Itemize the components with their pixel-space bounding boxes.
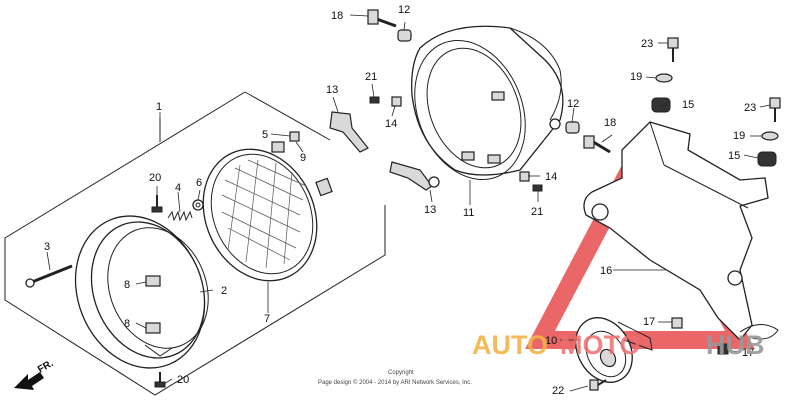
callout-3: 3 [44, 241, 50, 253]
callout-13-bottom: 13 [424, 204, 436, 216]
bolt-18b [583, 135, 611, 154]
stay-hook [739, 324, 779, 340]
rubber-15b [757, 151, 777, 167]
callout-8-upper: 8 [124, 279, 130, 291]
headlight-case [411, 25, 564, 181]
callout-7: 7 [264, 313, 270, 325]
washer-19a [655, 73, 673, 83]
bolt-18a [367, 9, 397, 28]
callout-17-right: 17 [742, 347, 754, 359]
bolt-20a [151, 195, 163, 213]
bolt-23b [769, 97, 781, 122]
callout-23-bottom: 23 [744, 102, 756, 114]
callout-4: 4 [175, 182, 181, 194]
callout-18-top: 18 [331, 10, 343, 22]
callout-8-lower: 8 [124, 318, 130, 330]
callout-21-bottom: 21 [531, 206, 543, 218]
leader-lines [46, 14, 771, 392]
callout-2: 2 [221, 285, 227, 297]
callout-12-mid: 12 [567, 98, 579, 110]
watermark-moto: MOTO [560, 330, 641, 360]
copyright: Copyright Page design © 2004 - 2014 by A… [318, 370, 472, 386]
bolt-22 [589, 379, 607, 391]
callout-9: 9 [300, 152, 306, 164]
screw-21b [532, 184, 543, 192]
callout-1: 1 [156, 101, 162, 113]
callout-20-top: 20 [149, 172, 161, 184]
callout-19-bottom: 19 [733, 130, 745, 142]
collar-12a [397, 29, 412, 42]
callout-15-bottom: 15 [728, 150, 740, 162]
callouts: 1 2 3 4 5 6 7 8 8 9 10 11 12 12 13 13 14… [44, 4, 756, 397]
watermark-hub: HUB [706, 330, 765, 360]
callout-17-left: 17 [643, 316, 655, 328]
callout-19-top: 19 [630, 71, 642, 83]
callout-18-mid: 18 [604, 117, 616, 129]
callout-12-top: 12 [398, 4, 410, 16]
callout-5: 5 [262, 129, 268, 141]
bolt-23a [667, 37, 679, 62]
front-direction-arrow: FR. [14, 358, 56, 390]
collar-12b [565, 121, 580, 134]
nut-17b [717, 343, 729, 355]
rubber-15a [651, 97, 671, 113]
copyright-line2: Page design © 2004 - 2014 by ARI Network… [318, 379, 472, 386]
spring-4 [167, 210, 193, 222]
bracket-13b [389, 161, 440, 191]
screw-21a [369, 96, 380, 104]
headlight-rim [74, 215, 209, 369]
washer-19b [761, 131, 779, 141]
nut-6 [192, 199, 204, 211]
callout-14-bottom: 14 [545, 171, 557, 183]
watermark-auto: AUTO [472, 330, 548, 360]
screw-3 [25, 264, 73, 288]
callout-6: 6 [196, 177, 202, 189]
bolt-20b [154, 372, 166, 388]
headlight-lens [202, 141, 333, 282]
nut-14a [391, 96, 402, 107]
callout-13-top: 13 [326, 84, 338, 96]
rim-clip-lower [145, 322, 161, 334]
assembly-1-outline [4, 91, 386, 396]
callout-22: 22 [552, 385, 564, 397]
callout-23-top: 23 [641, 38, 653, 50]
callout-10: 10 [545, 335, 557, 347]
clip-5 [289, 131, 300, 142]
watermark-logo: AUTO MOTO HUB [472, 330, 765, 360]
callout-14-top: 14 [385, 118, 397, 130]
callout-20-bottom: 20 [177, 374, 189, 386]
horn [575, 317, 653, 383]
callout-11: 11 [463, 207, 474, 219]
nut-14b [519, 171, 530, 182]
bracket-13a [329, 111, 369, 153]
callout-15-top: 15 [682, 99, 694, 111]
copyright-line1: Copyright [388, 370, 414, 376]
headlight-stay [583, 121, 769, 341]
callout-21-top: 21 [365, 71, 377, 83]
callout-16: 16 [600, 265, 612, 277]
rim-clip-upper [145, 275, 161, 287]
nut-17a [671, 317, 683, 329]
front-direction-label: FR. [36, 358, 56, 376]
